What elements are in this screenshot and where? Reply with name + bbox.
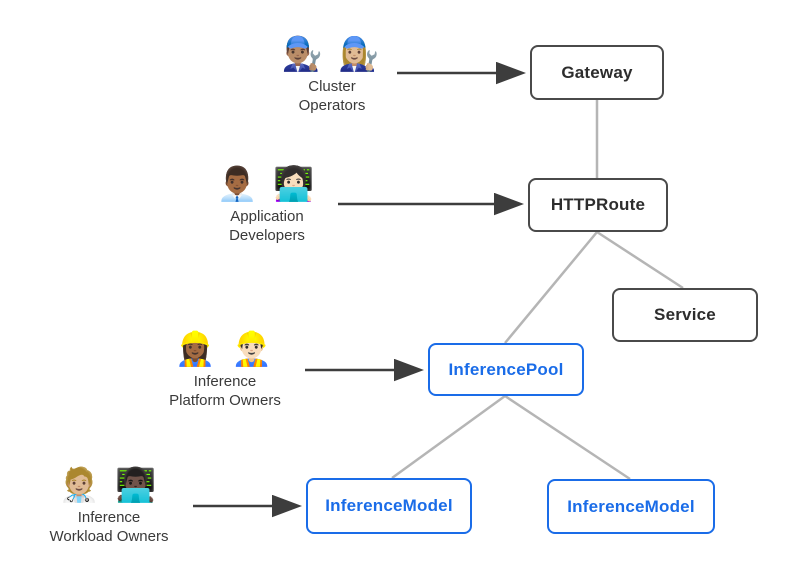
persona-label-line: Inference (193, 373, 257, 390)
node-service: Service (612, 288, 758, 342)
cluster-operators-emoji-icon: 👨🏽‍🔧 👩🏼‍🔧 (281, 35, 383, 72)
persona-label-line: Platform Owners (169, 392, 281, 409)
edge-inferencepool-inferencemodel-right (504, 394, 631, 481)
inference-workload-owners-emoji-icon: 🧑🏼‍⚕️ 👨🏿‍💻 (58, 466, 160, 503)
persona-inference-platform-owners: 👷🏾‍♀️ 👷🏻‍♂️ Inference Platform Owners (145, 326, 305, 410)
inference-platform-owners-emoji-icon: 👷🏾‍♀️ 👷🏻‍♂️ (174, 330, 276, 367)
persona-cluster-operators: 👨🏽‍🔧 👩🏼‍🔧 Cluster Operators (257, 31, 407, 115)
node-gateway: Gateway (530, 45, 664, 100)
node-inferencepool: InferencePool (428, 343, 584, 396)
persona-label-line: Inference (77, 509, 141, 526)
node-httproute: HTTPRoute (528, 178, 668, 232)
persona-label-line: Developers (229, 227, 305, 244)
persona-label-line: Workload Owners (49, 528, 169, 545)
persona-label-line: Cluster (308, 78, 356, 95)
edge-httproute-inferencepool (504, 231, 598, 344)
application-developers-emoji-icon: 👨🏾‍💼 👩🏻‍💻 (216, 165, 318, 202)
persona-inference-workload-owners: 🧑🏼‍⚕️ 👨🏿‍💻 Inference Workload Owners (19, 462, 199, 546)
persona-application-developers: 👨🏾‍💼 👩🏻‍💻 Application Developers (192, 161, 342, 245)
edge-httproute-service (596, 230, 684, 290)
node-inferencemodel-left: InferenceModel (306, 478, 472, 534)
persona-label-line: Application (230, 208, 304, 225)
persona-label-line: Operators (298, 97, 366, 114)
node-inferencemodel-right: InferenceModel (547, 479, 715, 534)
edge-inferencepool-inferencemodel-left (391, 394, 506, 480)
